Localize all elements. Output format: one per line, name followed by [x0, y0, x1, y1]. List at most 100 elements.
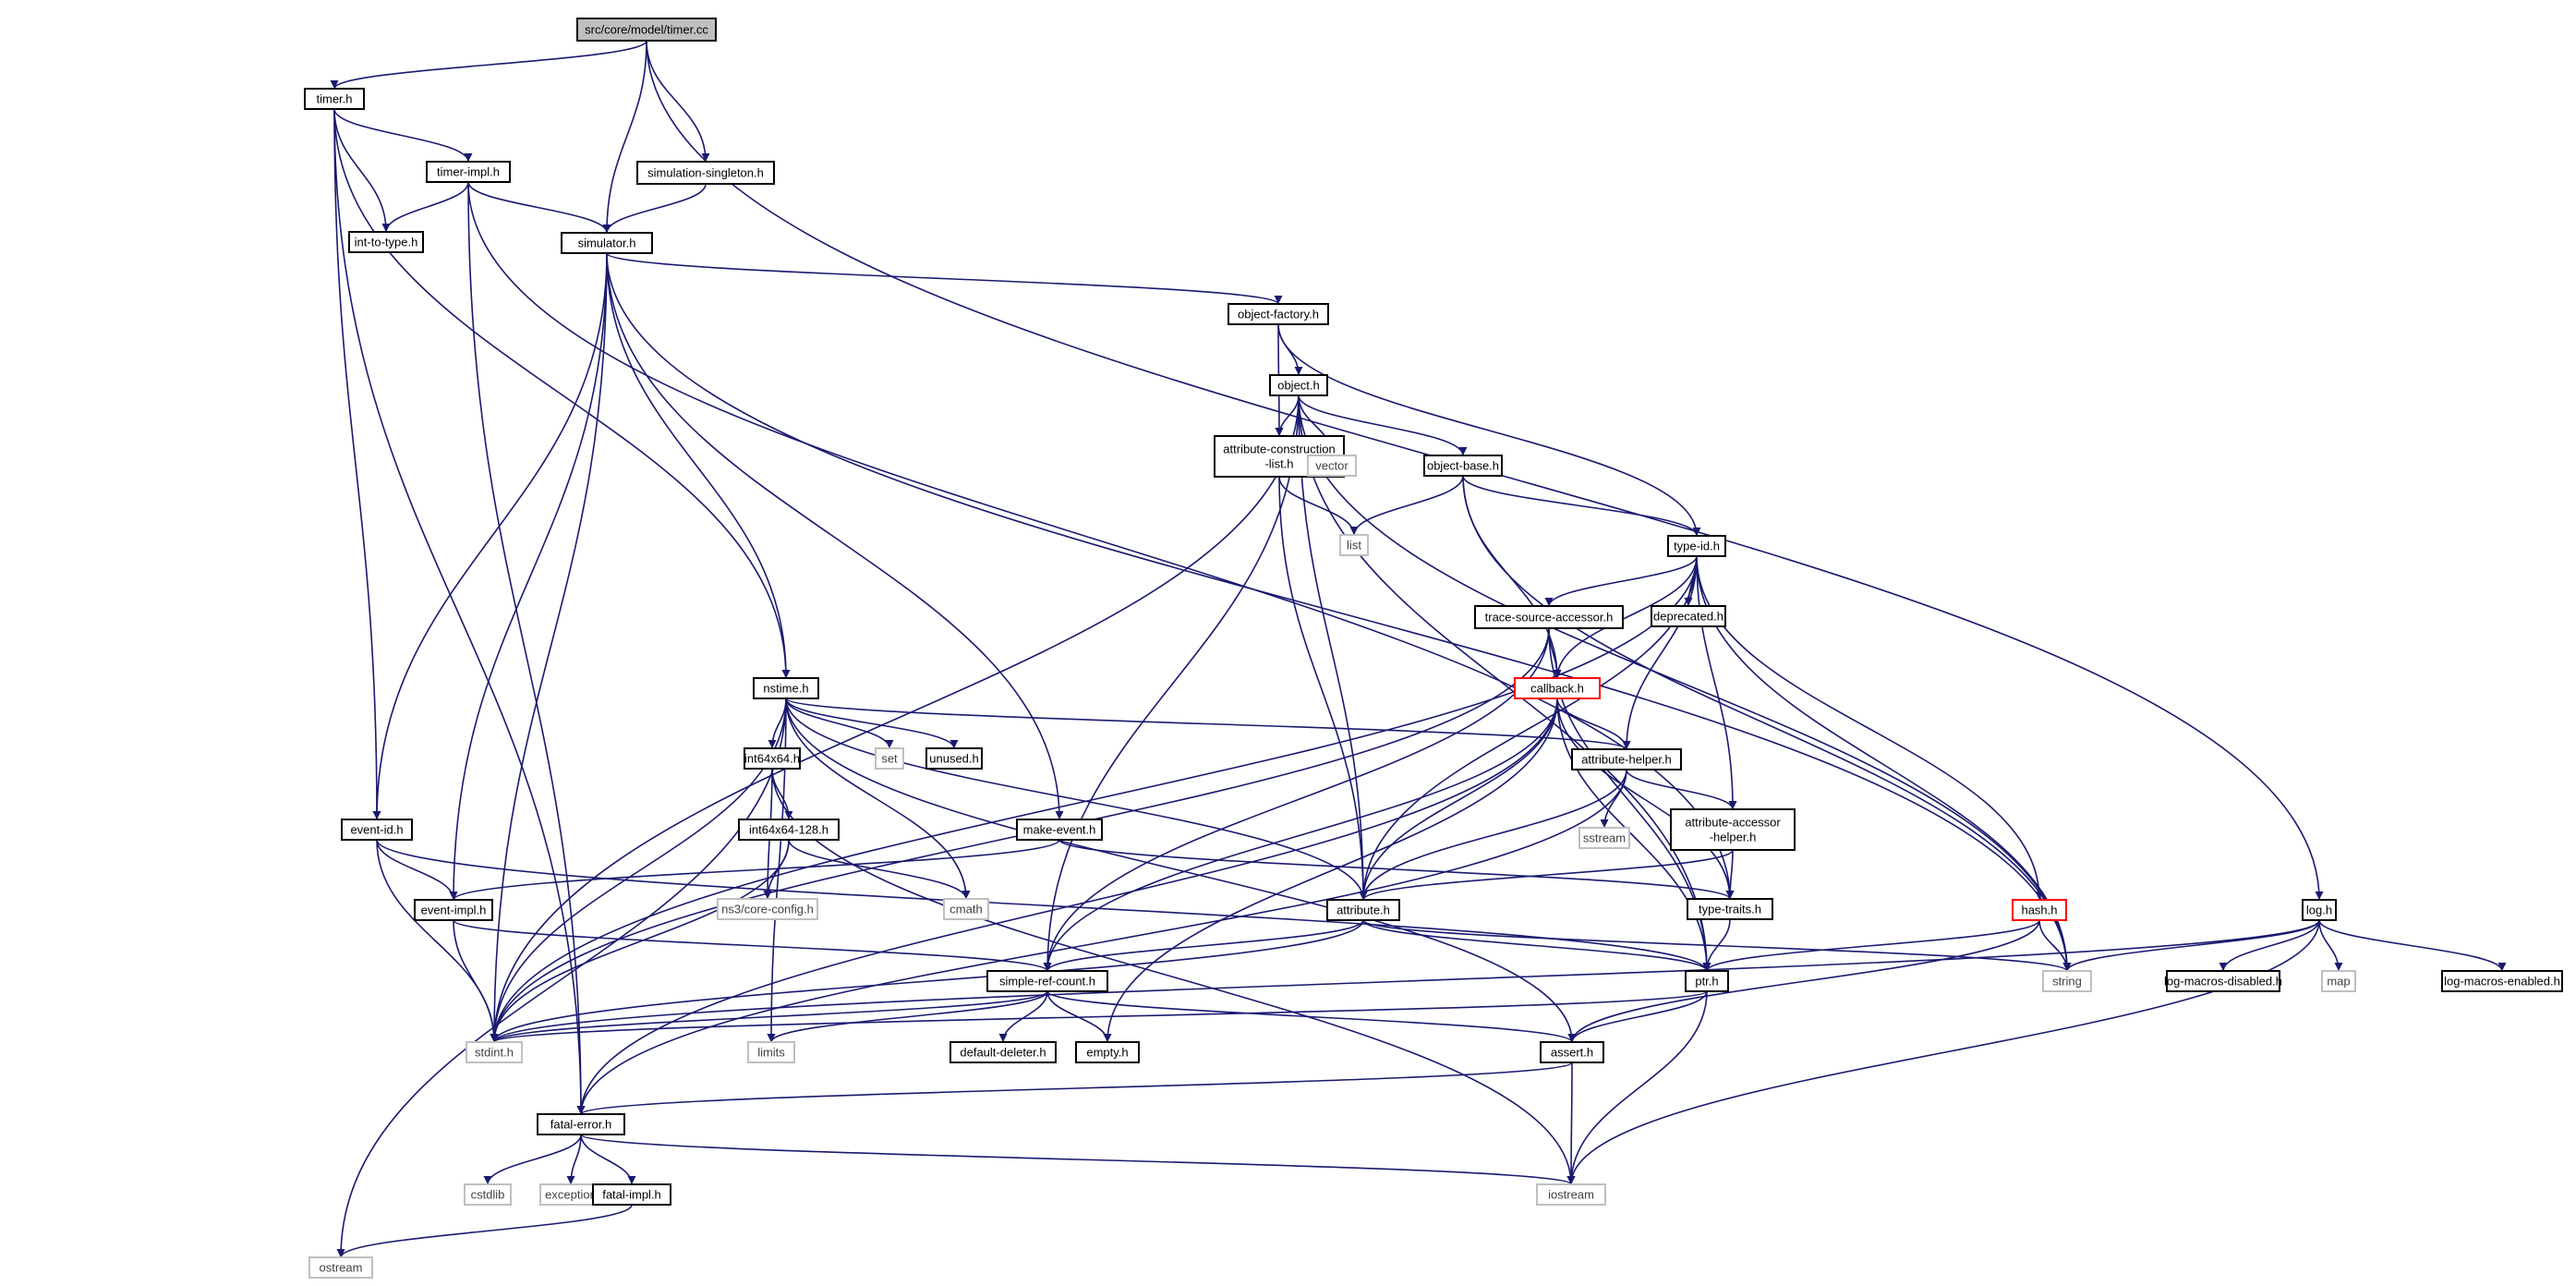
node-box [1571, 748, 1682, 770]
node-fatal-error[interactable]: fatal-error.h [537, 1113, 625, 1135]
node-log[interactable]: log.h [2302, 899, 2337, 921]
node-timer-h[interactable]: timer.h [304, 88, 365, 110]
node-label: deprecated.h [1653, 610, 1723, 624]
edge-timer_h-to-timer_impl [333, 108, 473, 163]
node-label: empty.h [1086, 1046, 1128, 1060]
node-label: set [881, 752, 898, 766]
node-label: attribute-accessor [1685, 816, 1781, 830]
node-box [1667, 535, 1726, 557]
node-label: hash.h [2021, 904, 2057, 917]
edge-assert-to-fatal_error [576, 1062, 1573, 1115]
edge-event_impl-to-stdint [453, 919, 499, 1043]
edge-object_factory-to-type_id [1277, 323, 1701, 537]
node-event-id[interactable]: event-id.h [341, 819, 413, 841]
node-label: default-deleter.h [960, 1046, 1046, 1060]
node-assert[interactable]: assert.h [1540, 1041, 1604, 1063]
node-label: attribute-helper.h [1581, 753, 1672, 767]
node-int64x64[interactable]: int64x64.h [744, 747, 801, 770]
node-attribute[interactable]: attribute.h [1326, 899, 1400, 921]
edge-nstime-to-cmath [785, 698, 971, 900]
dependency-edges [330, 40, 2507, 1258]
node-box [1514, 677, 1601, 699]
node-box [2042, 970, 2092, 992]
edge-log-to-stdint [490, 919, 2320, 1043]
node-box [747, 1041, 795, 1063]
node-empty[interactable]: empty.h [1075, 1041, 1140, 1063]
node-box [537, 1113, 625, 1135]
node-ptr[interactable]: ptr.h [1685, 970, 1729, 992]
node-box [2166, 970, 2280, 992]
node-box [1651, 605, 1726, 627]
node-label: simple-ref-count.h [999, 975, 1095, 989]
node-stdint: stdint.h [466, 1041, 523, 1063]
node-label: type-id.h [1674, 540, 1720, 553]
node-box [943, 898, 989, 920]
edge-attribute-to-simple_ref [1043, 919, 1364, 972]
node-simulator[interactable]: simulator.h [561, 232, 653, 254]
edge-simulator-to-make_event [606, 252, 1064, 820]
edge-object_base-to-list [1349, 475, 1464, 536]
node-default-deleter[interactable]: default-deleter.h [949, 1041, 1057, 1063]
node-hash[interactable]: hash.h [2012, 899, 2067, 921]
edge-nstime-to-attribute [785, 698, 1368, 901]
edge-simple_ref-to-assert [1046, 990, 1577, 1043]
node-label: object-factory.h [1238, 308, 1319, 322]
node-box [414, 899, 493, 921]
node-make-event[interactable]: make-event.h [1016, 819, 1103, 841]
node-log-dis[interactable]: log-macros-disabled.h [2164, 970, 2282, 992]
edge-object-to-object_base [1298, 394, 1468, 456]
node-type-id[interactable]: type-id.h [1667, 535, 1726, 557]
edge-int64x64_128-to-stdint [490, 839, 790, 1043]
edge-simulator-to-event_impl [449, 252, 608, 901]
edge-attr_constr-to-attribute [1278, 476, 1368, 901]
node-box [1474, 605, 1624, 629]
node-type-traits[interactable]: type-traits.h [1687, 898, 1773, 920]
node-label: callback.h [1530, 682, 1584, 696]
edge-type_id-to-attr_acc_helper [1696, 555, 1737, 810]
node-sim-singleton[interactable]: simulation-singleton.h [636, 161, 775, 185]
node-attr-acc-helper[interactable]: attribute-accessor-helper.h [1670, 808, 1796, 851]
node-nstime[interactable]: nstime.h [753, 677, 819, 699]
edge-event_id-to-stdint [376, 839, 499, 1043]
node-event-impl[interactable]: event-impl.h [414, 899, 493, 921]
node-label: log-macros-disabled.h [2164, 975, 2282, 989]
edge-simulator-to-nstime [606, 252, 791, 679]
node-label: timer-impl.h [437, 165, 500, 179]
node-simple-ref[interactable]: simple-ref-count.h [986, 970, 1108, 992]
node-int-to-type[interactable]: int-to-type.h [348, 231, 424, 253]
node-label: int-to-type.h [355, 236, 418, 249]
edge-simple_ref-to-default_deleter [998, 990, 1048, 1043]
node-log-en[interactable]: log-macros-enabled.h [2441, 970, 2563, 992]
node-string: string [2042, 970, 2092, 992]
node-timer-impl[interactable]: timer-impl.h [426, 161, 511, 183]
edge-type_id-to-attr_helper [1622, 555, 1698, 750]
edge-type_id-to-string [1696, 555, 2072, 972]
node-box [2302, 899, 2337, 921]
edge-attr_acc_helper-to-type_traits [1725, 849, 1735, 900]
node-object[interactable]: object.h [1269, 374, 1328, 396]
node-ostream: ostream [308, 1256, 373, 1279]
edge-simple_ref-to-stdint [490, 990, 1048, 1043]
node-box [1540, 1041, 1604, 1063]
edge-make_event-to-event_impl [449, 839, 1060, 901]
node-box [426, 161, 511, 183]
edge-simulator-to-object_factory [606, 252, 1283, 305]
node-box [1687, 898, 1773, 920]
node-object-base[interactable]: object-base.h [1423, 455, 1503, 477]
node-unused[interactable]: unused.h [925, 747, 983, 770]
node-timer-cc[interactable]: src/core/model/timer.cc [576, 18, 717, 42]
edge-timer_h-to-int_to_type [333, 108, 391, 233]
node-set: set [875, 747, 904, 770]
node-deprecated[interactable]: deprecated.h [1651, 605, 1726, 627]
edge-attribute-to-string [1362, 919, 2072, 972]
node-label: make-event.h [1023, 823, 1096, 837]
node-object-factory[interactable]: object-factory.h [1228, 303, 1329, 325]
node-fatal-impl[interactable]: fatal-impl.h [592, 1183, 671, 1206]
edge-nstime-to-unused [785, 698, 959, 749]
edge-timer_impl-to-simulator [467, 181, 611, 234]
node-attr-helper[interactable]: attribute-helper.h [1571, 748, 1682, 770]
node-trace-src[interactable]: trace-source-accessor.h [1474, 605, 1624, 629]
node-callback[interactable]: callback.h [1514, 677, 1601, 699]
node-int64x64-128[interactable]: int64x64-128.h [738, 819, 840, 841]
node-iostream: iostream [1536, 1183, 1606, 1206]
